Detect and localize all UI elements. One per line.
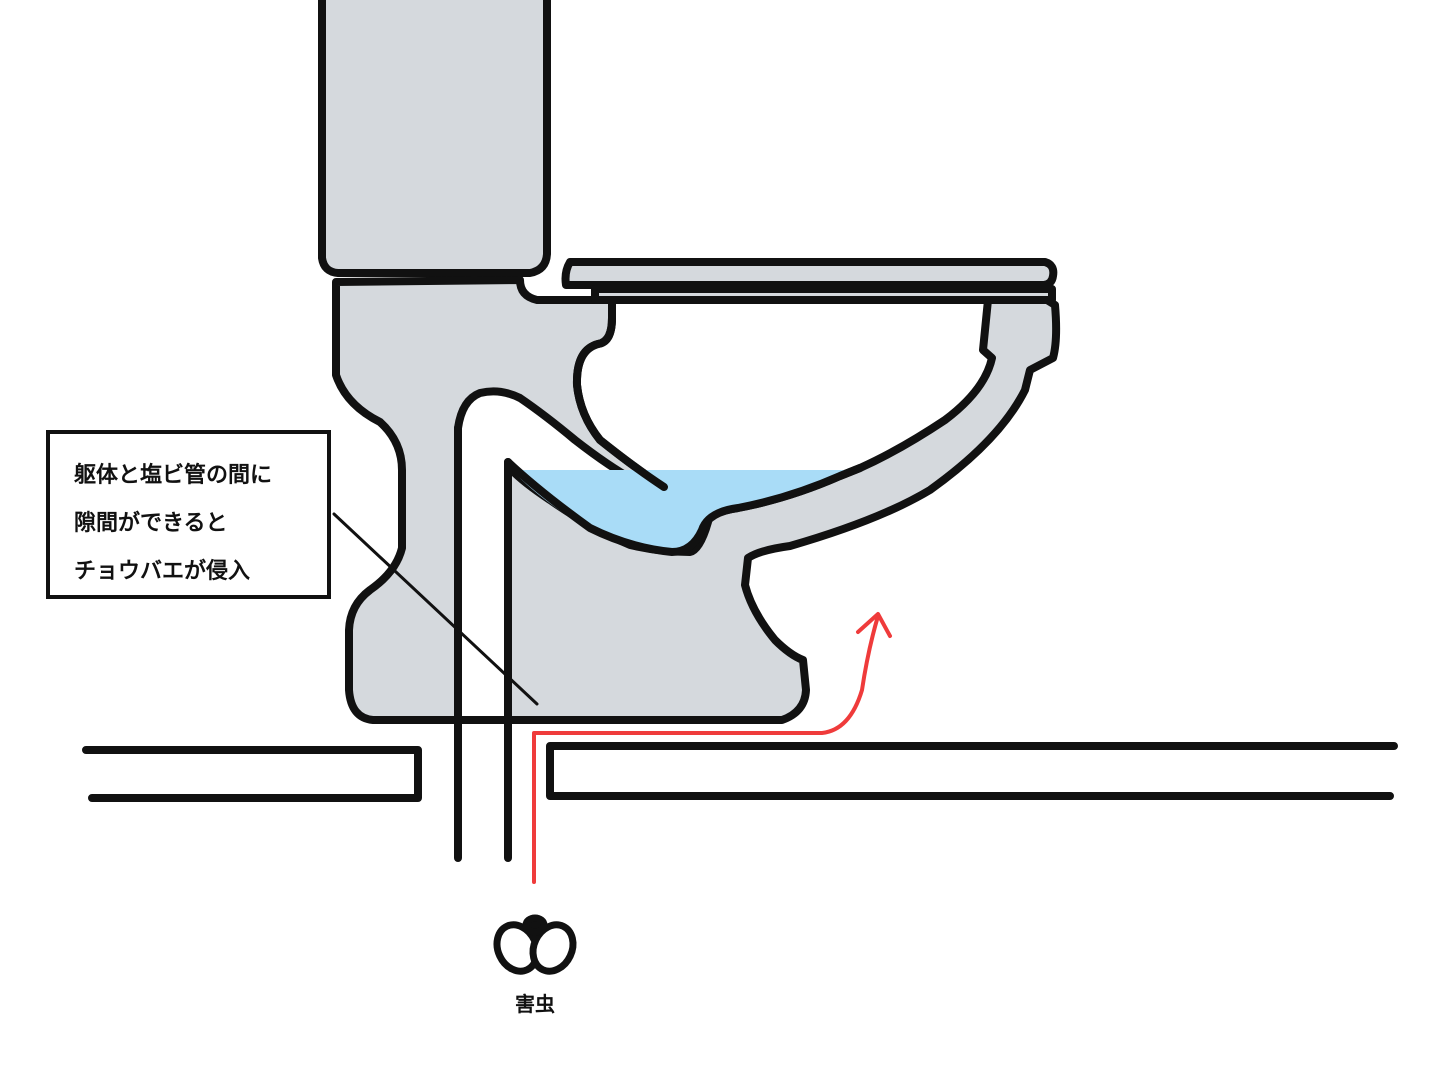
floor-left xyxy=(82,746,422,802)
pest-intrusion-arrow xyxy=(532,612,892,884)
toilet-seat-lid xyxy=(561,258,1058,289)
floor-right xyxy=(546,742,1398,800)
callout-line-1: 躯体と塩ビ管の間に xyxy=(74,463,273,488)
fly-icon xyxy=(493,914,577,975)
toilet-tank xyxy=(318,0,551,277)
callout-line-2: 隙間ができると xyxy=(74,511,228,536)
pest-label: 害虫 xyxy=(515,992,555,1016)
toilet-seat xyxy=(591,285,1056,304)
explanation-callout: 躯体と塩ビ管の間に 隙間ができると チョウバエが侵入 xyxy=(46,430,331,599)
callout-leader-line xyxy=(332,512,539,706)
callout-line-3: チョウバエが侵入 xyxy=(74,559,251,584)
